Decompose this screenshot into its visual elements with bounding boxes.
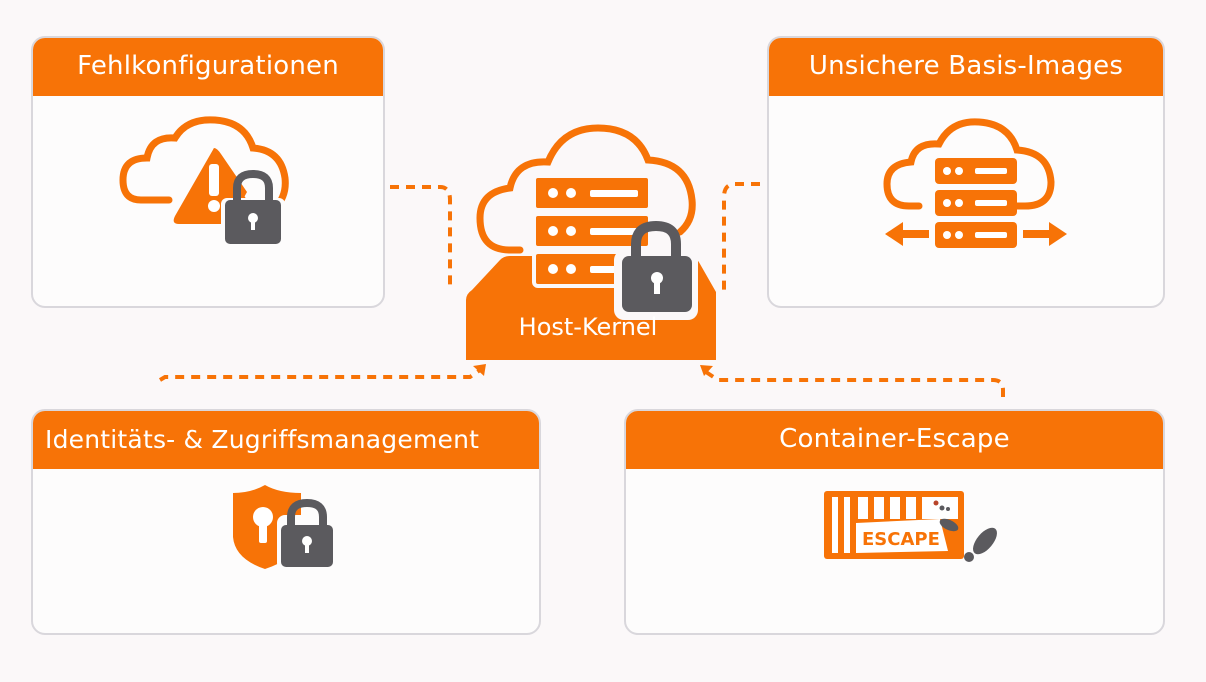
card-title-identity-access-management: Identitäts- & Zugriffsmanagement bbox=[33, 411, 539, 469]
card-title-misconfiguration: Fehlkonfigurationen bbox=[33, 38, 383, 96]
card-misconfiguration: Fehlkonfigurationen bbox=[31, 36, 385, 308]
card-container-escape: Container-Escape ESCAPE bbox=[624, 409, 1165, 635]
card-identity-access-management: Identitäts- & Zugriffsmanagement bbox=[31, 409, 541, 635]
arrowhead-iam bbox=[473, 364, 486, 376]
connector-base-images bbox=[722, 182, 760, 290]
connector-escape bbox=[704, 370, 1005, 397]
card-title-container-escape: Container-Escape bbox=[626, 411, 1163, 469]
cloud-server-lock-icon bbox=[466, 124, 716, 360]
connector-iam bbox=[158, 368, 482, 382]
connector-misconfig bbox=[390, 185, 452, 290]
cloud-warning-lock-icon bbox=[119, 112, 299, 252]
card-title-insecure-base-images: Unsichere Basis-Images bbox=[769, 38, 1163, 96]
card-insecure-base-images: Unsichere Basis-Images bbox=[767, 36, 1165, 308]
escape-badge-text: ESCAPE bbox=[862, 529, 940, 550]
host-kernel-label: Host-Kernel bbox=[518, 313, 658, 341]
arrowhead-escape bbox=[700, 365, 713, 376]
cloud-server-arrows-icon bbox=[879, 114, 1069, 254]
container-escape-footprints-icon: ESCAPE bbox=[822, 489, 1002, 573]
host-kernel-node bbox=[440, 110, 740, 360]
shield-keyhole-lock-icon bbox=[229, 481, 339, 571]
